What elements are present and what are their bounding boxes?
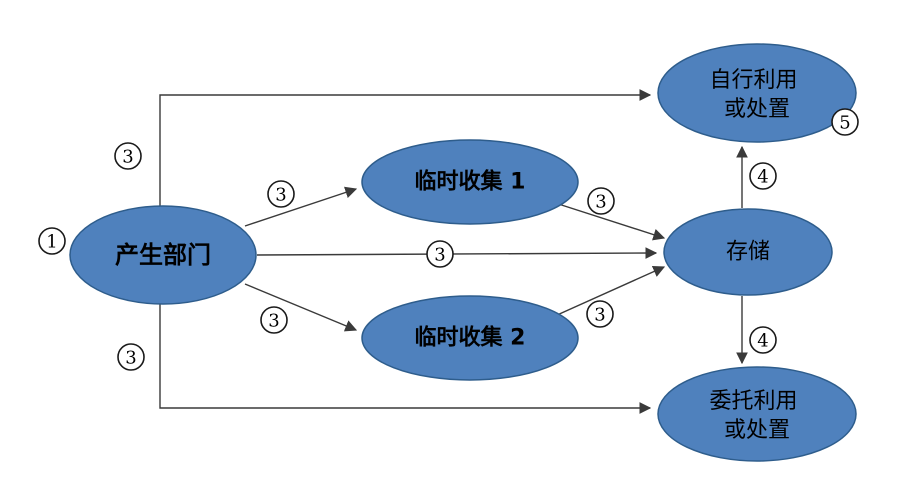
node-producer-label: 产生部门 <box>115 241 211 269</box>
badge-producer-step-1: 1 <box>38 227 66 255</box>
node-self-use: 自行利用 或处置 <box>657 43 857 143</box>
badge-circle <box>260 306 288 334</box>
badge-temp1-to-storage-3: 3 <box>587 187 615 215</box>
node-self-use-ellipse <box>657 43 857 143</box>
badge-producer-to-temp2-3: 3 <box>260 306 288 334</box>
badge-circle <box>426 240 454 268</box>
badge-number: 3 <box>275 185 286 206</box>
badge-storage-to-self-use-4: 4 <box>749 162 777 190</box>
node-self-use-label-line2: 或处置 <box>724 97 790 122</box>
node-producer-ellipse <box>69 205 257 305</box>
edge-temp2-to-storage <box>545 265 666 321</box>
badge-circle <box>831 108 859 136</box>
node-storage: 存储 <box>663 208 833 296</box>
node-storage-label: 存储 <box>726 240 770 265</box>
badge-circle <box>38 227 66 255</box>
edge-producer-to-entrust-use <box>159 303 652 414</box>
edge-producer-to-storage <box>256 247 658 260</box>
badge-circle <box>749 326 777 354</box>
node-entrust-use-ellipse <box>657 366 857 462</box>
svg-text:自行利用 或处置: 自行利用 或处置 <box>709 68 804 122</box>
edge-producer-to-self-use <box>159 89 652 207</box>
badge-circle <box>586 300 614 328</box>
badge-circle <box>267 180 295 208</box>
badge-circle <box>114 142 142 170</box>
badge-route-top-3: 3 <box>114 142 142 170</box>
node-self-use-label-line1: 自行利用 <box>709 68 797 93</box>
badge-number: 3 <box>122 147 133 168</box>
badge-circle <box>749 162 777 190</box>
node-entrust-use-label-line2: 或处置 <box>724 418 790 443</box>
badge-route-bottom-3: 3 <box>117 343 145 371</box>
badge-circle <box>117 343 145 371</box>
node-temp-collect-1: 临时收集 1 <box>361 139 579 225</box>
badge-number: 4 <box>757 167 768 188</box>
badge-number: 3 <box>434 245 445 266</box>
edge-temp1-to-storage <box>545 199 666 241</box>
badge-self-use-step-5: 5 <box>831 108 859 136</box>
node-entrust-use: 委托利用 或处置 <box>657 366 857 462</box>
node-temp1-label: 临时收集 1 <box>415 169 526 195</box>
node-temp2-ellipse <box>361 295 579 381</box>
badge-circle <box>587 187 615 215</box>
badge-number: 3 <box>268 311 279 332</box>
node-producer: 产生部门 <box>69 205 257 305</box>
badge-temp2-to-storage-3: 3 <box>586 300 614 328</box>
badge-storage-to-entrust-4: 4 <box>749 326 777 354</box>
badge-number: 3 <box>594 305 605 326</box>
node-storage-ellipse <box>663 208 833 296</box>
edge-producer-to-temp1 <box>244 186 358 227</box>
node-temp-collect-2: 临时收集 2 <box>361 295 579 381</box>
badge-number: 5 <box>839 113 850 134</box>
node-temp1-ellipse <box>361 139 579 225</box>
edges <box>159 89 748 414</box>
badge-number: 3 <box>125 348 136 369</box>
edge-producer-to-temp2 <box>244 283 358 332</box>
badge-number: 3 <box>595 192 606 213</box>
svg-text:委托利用 或处置: 委托利用 或处置 <box>709 389 804 443</box>
badge-number: 4 <box>757 331 768 352</box>
node-entrust-use-label-line1: 委托利用 <box>709 389 797 414</box>
badge-producer-to-temp1-3: 3 <box>267 180 295 208</box>
node-temp2-label: 临时收集 2 <box>415 325 526 351</box>
badge-producer-to-storage-3: 3 <box>426 240 454 268</box>
badge-number: 1 <box>46 232 57 253</box>
